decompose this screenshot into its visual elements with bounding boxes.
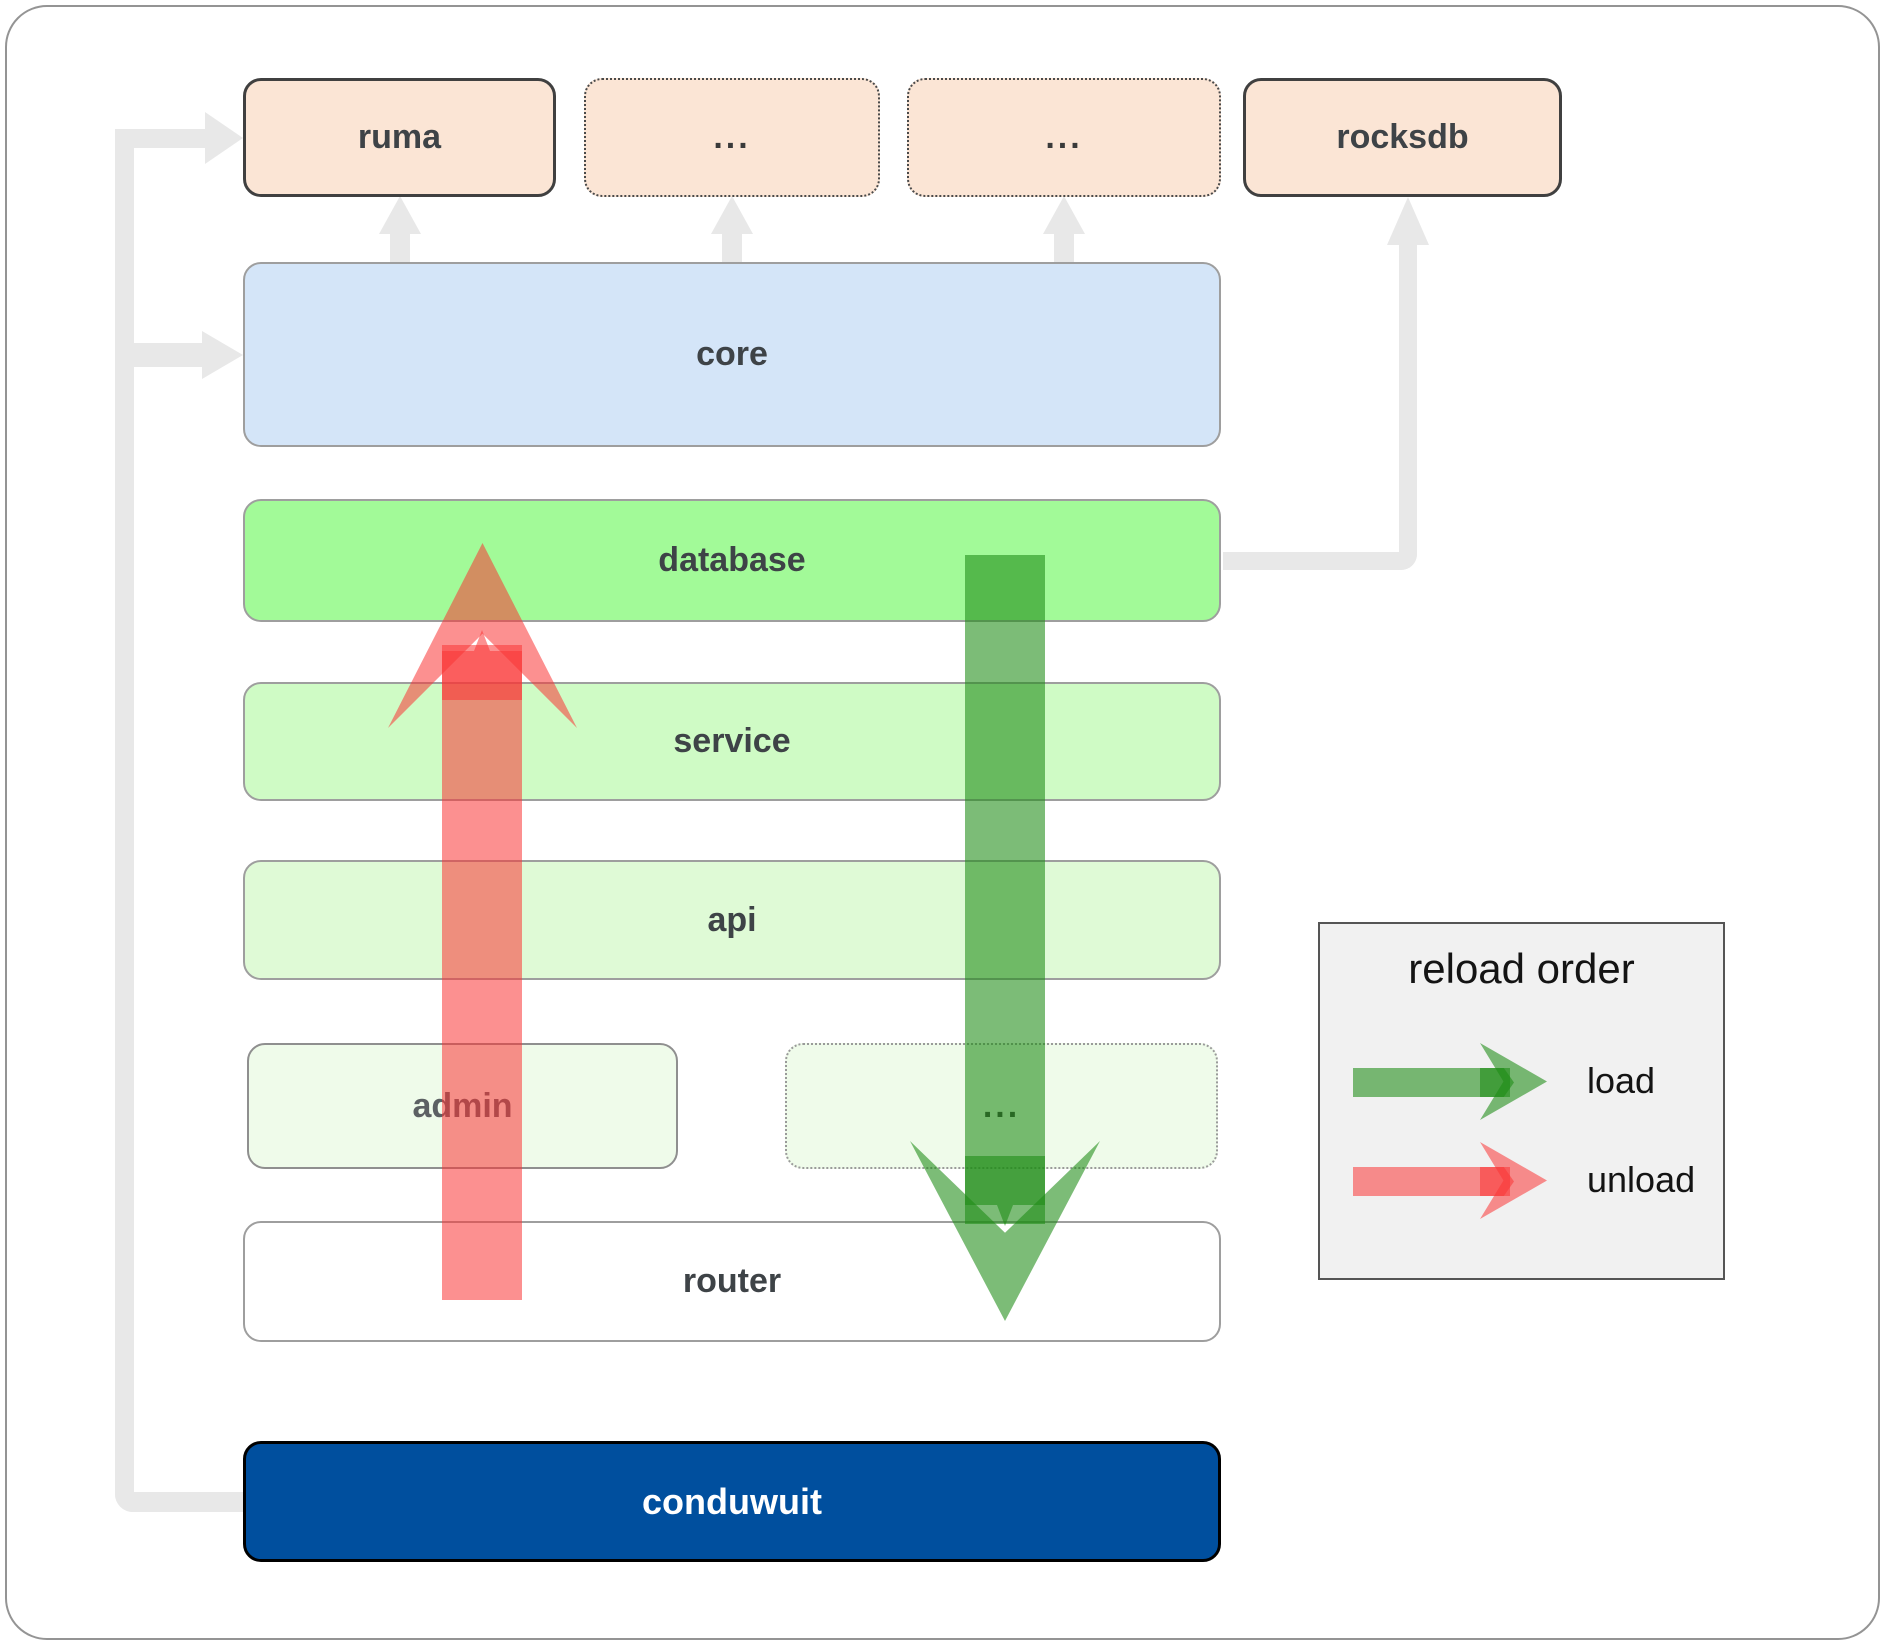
box-api: api bbox=[243, 860, 1221, 980]
box-conduwuit: conduwuit bbox=[243, 1441, 1221, 1562]
legend-box bbox=[1318, 922, 1725, 1280]
box-label: rocksdb bbox=[1336, 118, 1469, 156]
box-core: core bbox=[243, 262, 1221, 447]
legend-title: reload order bbox=[1408, 945, 1635, 992]
core-to-ruma-connector bbox=[390, 234, 410, 262]
box-label: core bbox=[696, 335, 768, 373]
connector-branch-core bbox=[134, 343, 202, 367]
diagram-frame bbox=[5, 5, 1880, 1640]
box-label: service bbox=[673, 722, 791, 760]
box-label: database bbox=[658, 541, 806, 579]
box-label: ... bbox=[1045, 118, 1083, 156]
unload-arrow-shaft bbox=[442, 645, 522, 1300]
box-label: ruma bbox=[357, 118, 442, 156]
box-label: router bbox=[682, 1262, 782, 1300]
core-to-dots-connector bbox=[722, 234, 742, 262]
box-database: database bbox=[243, 499, 1221, 622]
box-rocksdb: rocksdb bbox=[1243, 78, 1562, 197]
box-service: service bbox=[243, 682, 1221, 801]
connector-branch-ruma bbox=[115, 129, 205, 148]
database-to-rocksdb-connector bbox=[1223, 245, 1417, 570]
legend-load-label: load bbox=[1587, 1060, 1656, 1101]
box-router: router bbox=[243, 1221, 1221, 1342]
conduwuit-to-top-connector bbox=[115, 129, 243, 1512]
box-ellipsis-2: ... bbox=[907, 78, 1221, 197]
core-to-dots-connector bbox=[1054, 234, 1074, 262]
box-label: ... bbox=[713, 118, 751, 156]
box-label: conduwuit bbox=[642, 1480, 822, 1522]
box-label: api bbox=[707, 900, 757, 939]
box-ruma: ruma bbox=[243, 78, 556, 197]
legend-unload-label: unload bbox=[1587, 1159, 1696, 1200]
load-arrow-shaft bbox=[965, 555, 1045, 1224]
box-ellipsis-1: ... bbox=[584, 78, 880, 197]
